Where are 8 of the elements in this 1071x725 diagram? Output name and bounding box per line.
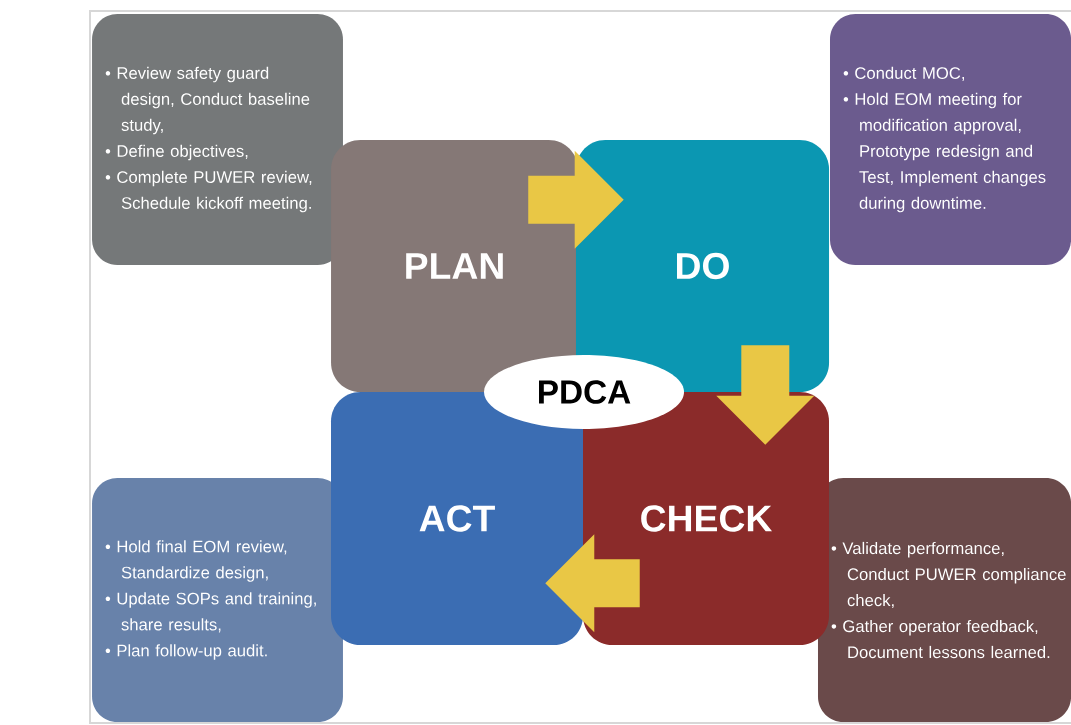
block-arrow bbox=[545, 534, 640, 633]
block-arrow bbox=[716, 345, 815, 445]
note-box: • Hold final EOM review, Standardize design, • Update SOPs and training, share results, • Plan follow-up audit. bbox=[92, 478, 343, 722]
note-box: • Validate performance, Conduct PUWER compliance check, • Gather operator feedback, Document lessons learned. bbox=[818, 478, 1071, 722]
center-oval: PDCA bbox=[484, 355, 684, 429]
note-box: • Review safety guard design, Conduct baseline study, • Define objectives, • Complete PUWER review, Schedule kickoff meeting. bbox=[92, 14, 343, 265]
block-arrow bbox=[528, 150, 624, 249]
note-box: • Conduct MOC, • Hold EOM meeting for modification approval, Prototype redesign and Test, Implement changes during downtime. bbox=[829, 14, 1071, 265]
